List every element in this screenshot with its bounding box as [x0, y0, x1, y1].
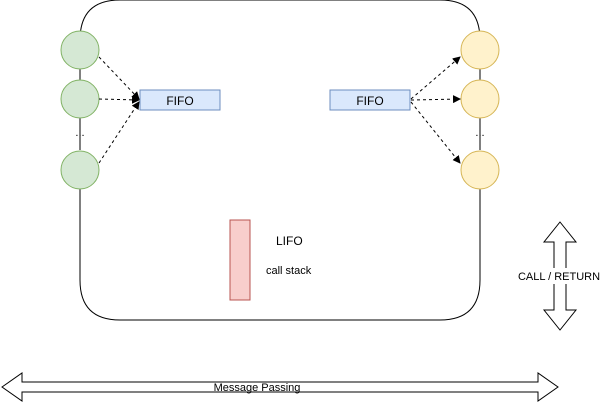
arrow-left-node-3-to-fifo	[98, 101, 140, 164]
arrow-left-node-2-to-fifo	[98, 95, 140, 104]
fifo-left-box[interactable]	[139, 89, 221, 111]
left-node-3[interactable]	[60, 150, 100, 190]
call-return-label: CALL / RETURN	[518, 271, 600, 283]
call-stack-label: call stack	[266, 265, 312, 277]
right-ellipsis: ...	[475, 127, 484, 139]
right-node-1[interactable]	[460, 30, 500, 70]
left-node-1[interactable]	[60, 30, 100, 70]
message-passing-label: Message Passing	[214, 382, 301, 394]
arrow-fifo-to-right-node-3	[410, 101, 461, 164]
left-ellipsis: ...	[75, 127, 84, 139]
fifo-right-box[interactable]	[329, 89, 411, 111]
arrow-fifo-to-right-node-1	[410, 56, 461, 100]
fifo-left-label: FIFO	[166, 94, 193, 108]
right-node-2[interactable]	[460, 79, 500, 119]
arrow-fifo-to-right-node-2	[410, 95, 461, 104]
process-boundary	[79, 0, 481, 321]
fifo-right-label: FIFO	[356, 94, 383, 108]
left-node-2[interactable]	[60, 79, 100, 119]
message-passing-double-arrow	[1, 372, 559, 402]
call-stack-box[interactable]	[229, 219, 251, 301]
arrow-left-node-1-to-fifo	[98, 56, 140, 100]
right-node-3[interactable]	[460, 150, 500, 190]
call-return-label-bg	[514, 268, 601, 284]
lifo-label: LIFO	[276, 234, 303, 248]
